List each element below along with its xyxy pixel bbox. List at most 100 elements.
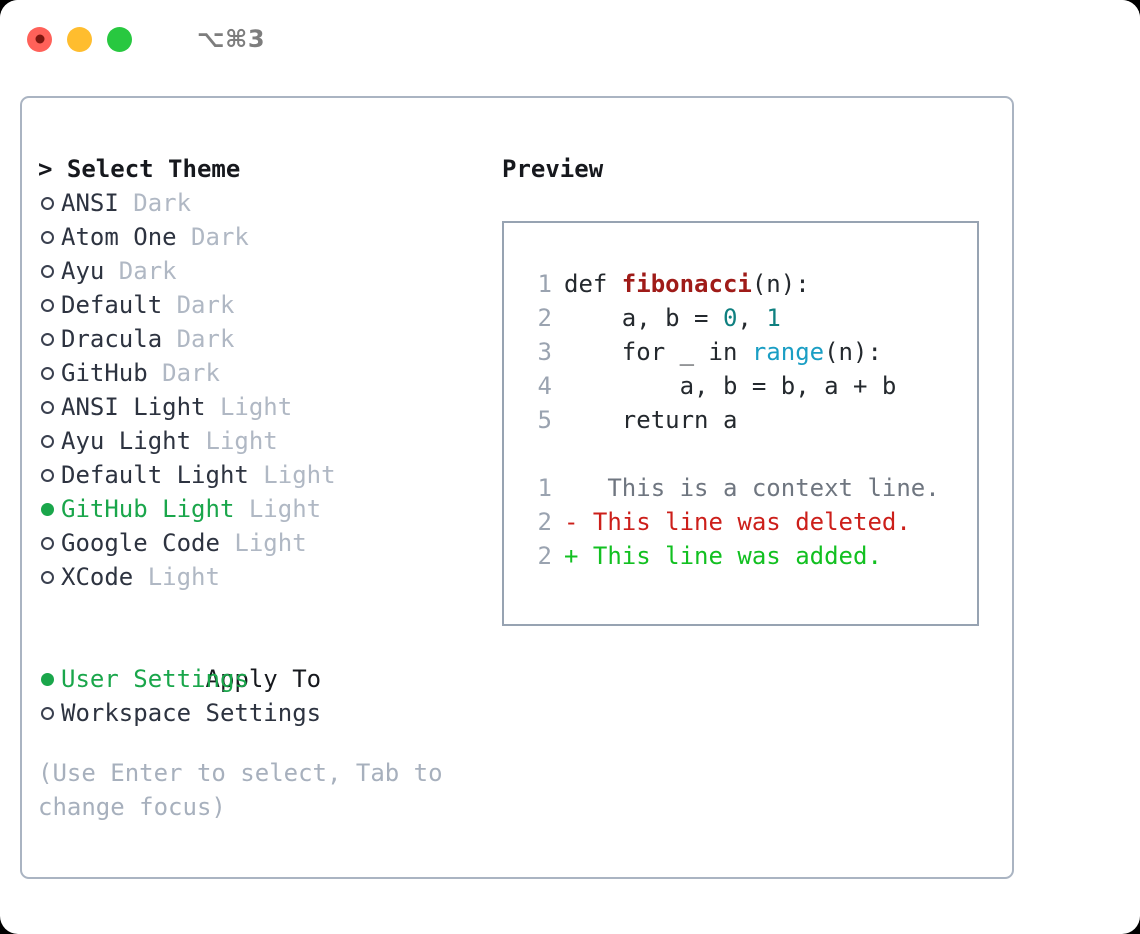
theme-option-row[interactable]: Google Code Light <box>38 526 484 560</box>
keyboard-shortcut-label: ⌥⌘3 <box>197 25 266 53</box>
apply-to-option-label: Workspace Settings <box>61 699 322 727</box>
theme-option-label: XCode <box>61 563 134 591</box>
theme-variant-label: Light <box>133 563 220 591</box>
radio-unselected-icon <box>38 230 61 244</box>
code-token-plain: return a <box>564 406 738 434</box>
code-token-num: 1 <box>766 304 781 332</box>
code-token-plain: , <box>737 304 767 332</box>
code-line-number: 1 <box>537 270 552 298</box>
theme-option-label: Default <box>61 291 163 319</box>
theme-variant-label: Light <box>191 427 278 455</box>
keyboard-hint-text: (Use Enter to select, Tab to change focu… <box>38 759 443 821</box>
theme-variant-label: Dark <box>147 359 220 387</box>
theme-option-row[interactable]: Dracula Dark <box>38 322 484 356</box>
code-token-call: range <box>751 338 825 366</box>
theme-variant-label: Dark <box>118 189 192 217</box>
theme-variant-label: Light <box>248 461 336 489</box>
code-diff-separator <box>522 437 977 471</box>
theme-option-row[interactable]: ANSI Light Light <box>38 390 484 424</box>
diff-marker: + <box>564 542 579 570</box>
code-line: 4 a, b = b, a + b <box>522 369 977 403</box>
diff-line-content: This is a context line. <box>578 474 940 502</box>
code-line: 3 for _ in range(n): <box>522 335 977 369</box>
code-token-fn: fibonacci <box>621 270 752 298</box>
theme-variant-label: Dark <box>104 257 177 285</box>
diff-sample: 1 This is a context line.2- This line wa… <box>522 471 977 573</box>
code-line-content: a, b = b, a + b <box>564 369 897 403</box>
theme-option-row[interactable]: Default Dark <box>38 288 484 322</box>
theme-option-row[interactable]: GitHub Light Light <box>38 492 484 526</box>
theme-variant-label: Dark <box>162 291 235 319</box>
code-line: 2 a, b = 0, 1 <box>522 301 977 335</box>
radio-unselected-icon <box>38 298 61 312</box>
title-bar: ⌥⌘3 <box>0 0 1140 78</box>
close-button[interactable] <box>27 26 52 52</box>
apply-to-option-label: User Settings <box>61 665 249 693</box>
theme-option-row[interactable]: Ayu Light Light <box>38 424 484 458</box>
code-line-number: 5 <box>537 406 552 434</box>
radio-unselected-icon <box>38 468 61 482</box>
apply-to-option-row[interactable]: User Settings <box>38 662 484 696</box>
apply-to-option-row[interactable]: Workspace Settings <box>38 696 484 730</box>
theme-option-label: Atom One <box>61 223 177 251</box>
theme-option-row[interactable]: Atom One Dark <box>38 220 484 254</box>
code-line-number: 2 <box>537 304 552 332</box>
code-line: 1 def fibonacci(n): <box>522 267 977 301</box>
minimize-button[interactable] <box>67 26 92 52</box>
radio-selected-icon <box>38 502 61 516</box>
code-line-content: def fibonacci(n): <box>564 267 810 301</box>
code-token-plain: def <box>564 270 622 298</box>
code-line-content: return a <box>564 403 738 437</box>
theme-variant-label: Light <box>234 495 322 523</box>
code-token-num: 0 <box>722 304 738 332</box>
diff-marker <box>564 471 578 505</box>
radio-unselected-icon <box>38 196 61 210</box>
radio-selected-icon <box>38 672 61 686</box>
theme-option-row[interactable]: ANSI Dark <box>38 186 484 220</box>
theme-option-label: Default Light <box>61 461 249 489</box>
code-line-content: for _ in range(n): <box>564 335 882 369</box>
theme-option-label: GitHub Light <box>61 495 235 523</box>
theme-option-label: ANSI Light <box>61 393 206 421</box>
radio-unselected-icon <box>38 400 61 414</box>
select-theme-heading: > Select Theme <box>38 155 241 183</box>
code-line-content: a, b = 0, 1 <box>564 301 781 335</box>
radio-unselected-icon <box>38 570 61 584</box>
diff-line-context: 1 This is a context line. <box>522 471 977 505</box>
theme-option-row[interactable]: Ayu Dark <box>38 254 484 288</box>
preview-heading: Preview <box>502 155 604 183</box>
list-spacer <box>38 594 484 628</box>
theme-variant-label: Light <box>205 393 293 421</box>
code-line-number: 4 <box>537 372 552 400</box>
theme-option-label: Google Code <box>61 529 220 557</box>
radio-unselected-icon <box>38 434 61 448</box>
code-token-plain: (n): <box>751 270 810 298</box>
theme-variant-label: Dark <box>176 223 249 251</box>
diff-line-deleted: 2- This line was deleted. <box>522 505 977 539</box>
radio-unselected-icon <box>38 536 61 550</box>
radio-unselected-icon <box>38 366 61 380</box>
code-token-plain: (n): <box>824 338 882 366</box>
diff-marker: - <box>564 508 579 536</box>
radio-unselected-icon <box>38 332 61 346</box>
diff-line-number: 2 <box>537 542 552 570</box>
code-line: 5 return a <box>522 403 977 437</box>
diff-line-number: 2 <box>537 508 552 536</box>
radio-unselected-icon <box>38 706 61 720</box>
theme-option-label: Ayu <box>61 257 105 285</box>
diff-line-number: 1 <box>537 474 552 502</box>
apply-to-heading-label: Apply To <box>205 665 322 693</box>
theme-variant-label: Light <box>219 529 307 557</box>
theme-option-row[interactable]: XCode Light <box>38 560 484 594</box>
theme-option-row[interactable]: Default Light Light <box>38 458 484 492</box>
maximize-button[interactable] <box>107 26 132 52</box>
theme-option-row[interactable]: GitHub Dark <box>38 356 484 390</box>
theme-option-label: ANSI <box>61 189 119 217</box>
